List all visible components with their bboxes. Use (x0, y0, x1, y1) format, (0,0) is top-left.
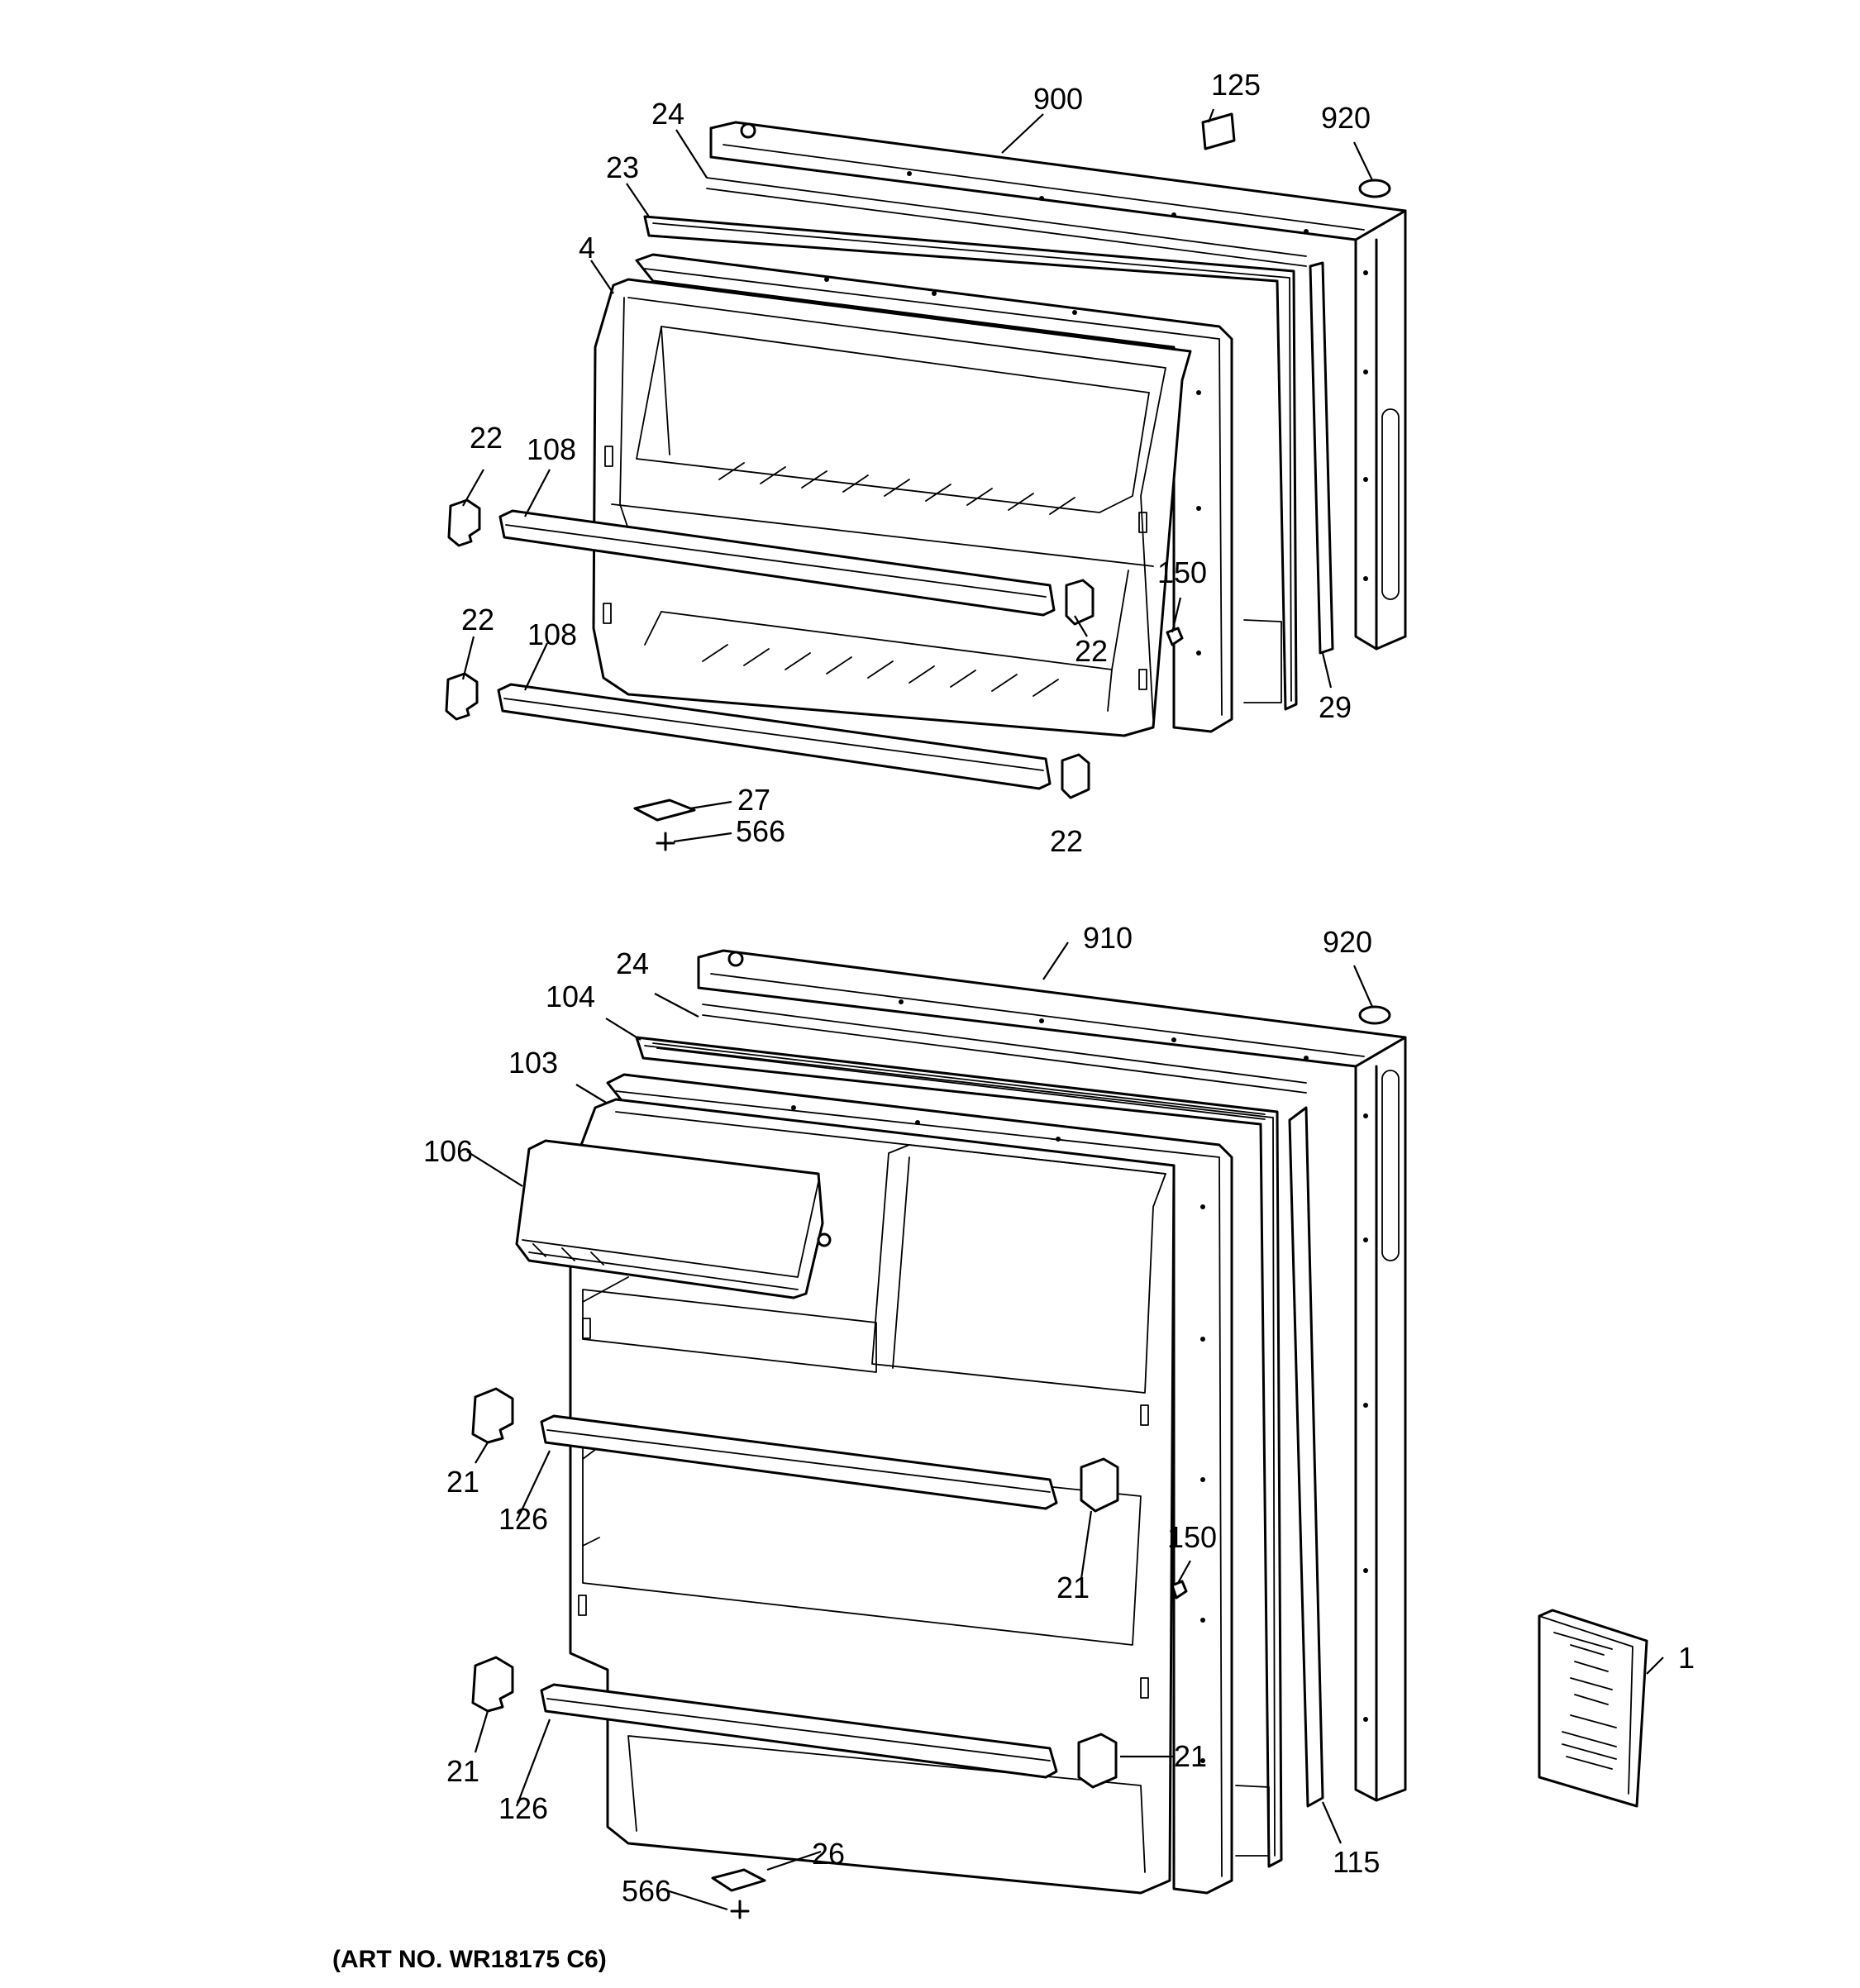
fresh-hinge-part (711, 1868, 766, 1892)
fresh-insulation-part (1288, 1106, 1324, 1808)
callout-910: 910 (1083, 921, 1133, 955)
art-number-caption: (ART NO. WR18175 C6) (332, 1946, 607, 1973)
callout-23: 23 (606, 150, 639, 184)
callout-920-fresh: 920 (1323, 925, 1372, 959)
callout-108-upper: 108 (527, 432, 576, 466)
freezer-shelf-upper-part (498, 509, 1056, 617)
callout-22-left-lower: 22 (461, 603, 494, 636)
freezer-screw-part (1166, 627, 1184, 646)
freezer-hinge-part (633, 799, 696, 822)
callout-21-left-upper: 21 (446, 1465, 479, 1499)
freezer-gasket-part (643, 215, 1298, 711)
freezer-door-outer-panel (709, 121, 1407, 651)
leader-lines (461, 108, 1664, 1911)
callout-104: 104 (546, 980, 595, 1013)
callout-22-right-lower: 22 (1050, 824, 1083, 858)
callout-920-freezer: 920 (1321, 101, 1371, 135)
callout-24-freezer: 24 (651, 97, 684, 131)
callout-29: 29 (1319, 690, 1352, 724)
fresh-shelf-upper-part (540, 1414, 1058, 1510)
callout-126-upper: 126 (498, 1502, 548, 1536)
callout-27: 27 (737, 783, 770, 817)
callout-22-right-upper: 22 (1075, 634, 1108, 668)
callout-24-fresh: 24 (616, 946, 649, 980)
fresh-hinge-screw-part (730, 1900, 750, 1919)
callout-21-right-lower: 21 (1174, 1739, 1207, 1773)
fresh-trim-part (702, 1004, 1307, 1094)
freezer-overlay-part (1201, 112, 1236, 150)
freezer-end-caps (445, 498, 1095, 799)
fresh-gasket-part (635, 1036, 1283, 1868)
freezer-insulation-part (1309, 261, 1334, 655)
callout-900: 900 (1033, 82, 1083, 116)
fresh-shelf-lower-part (540, 1683, 1058, 1779)
freezer-shelf-lower-part (497, 683, 1052, 790)
callout-150-freezer: 150 (1157, 555, 1207, 589)
callout-labels: 900 125 920 24 23 4 22 108 150 22 29 22 … (332, 68, 1695, 1973)
callout-106: 106 (423, 1134, 473, 1168)
owners-manual-part (1538, 1609, 1648, 1808)
fresh-liner-part (606, 1073, 1233, 1895)
freezer-plug-part (1358, 179, 1391, 198)
fresh-plug-part (1358, 1005, 1391, 1025)
freezer-liner-part (635, 253, 1233, 733)
freezer-hinge-screw-part (656, 832, 675, 851)
callout-21-left-lower: 21 (446, 1754, 479, 1788)
callout-150-fresh: 150 (1167, 1520, 1217, 1554)
callout-566-fresh: 566 (622, 1874, 671, 1908)
fresh-end-caps (471, 1387, 1119, 1789)
callout-103: 103 (508, 1046, 558, 1080)
fresh-door-outer-panel (697, 949, 1407, 1802)
callout-1: 1 (1678, 1641, 1695, 1675)
fresh-dairy-door-part (515, 1139, 832, 1299)
callout-126-lower: 126 (498, 1791, 548, 1825)
fresh-food-door-assembly (471, 949, 1407, 1919)
callout-4: 4 (579, 231, 595, 265)
freezer-door-assembly (445, 112, 1407, 851)
callout-566-freezer: 566 (736, 814, 785, 848)
callout-26: 26 (812, 1837, 845, 1871)
callout-108-lower: 108 (527, 617, 577, 651)
callout-125: 125 (1211, 68, 1261, 102)
callout-115: 115 (1333, 1845, 1380, 1879)
callout-22-left-upper: 22 (470, 421, 503, 455)
callout-21-right-upper: 21 (1056, 1571, 1090, 1604)
freezer-trim-part (706, 177, 1307, 267)
